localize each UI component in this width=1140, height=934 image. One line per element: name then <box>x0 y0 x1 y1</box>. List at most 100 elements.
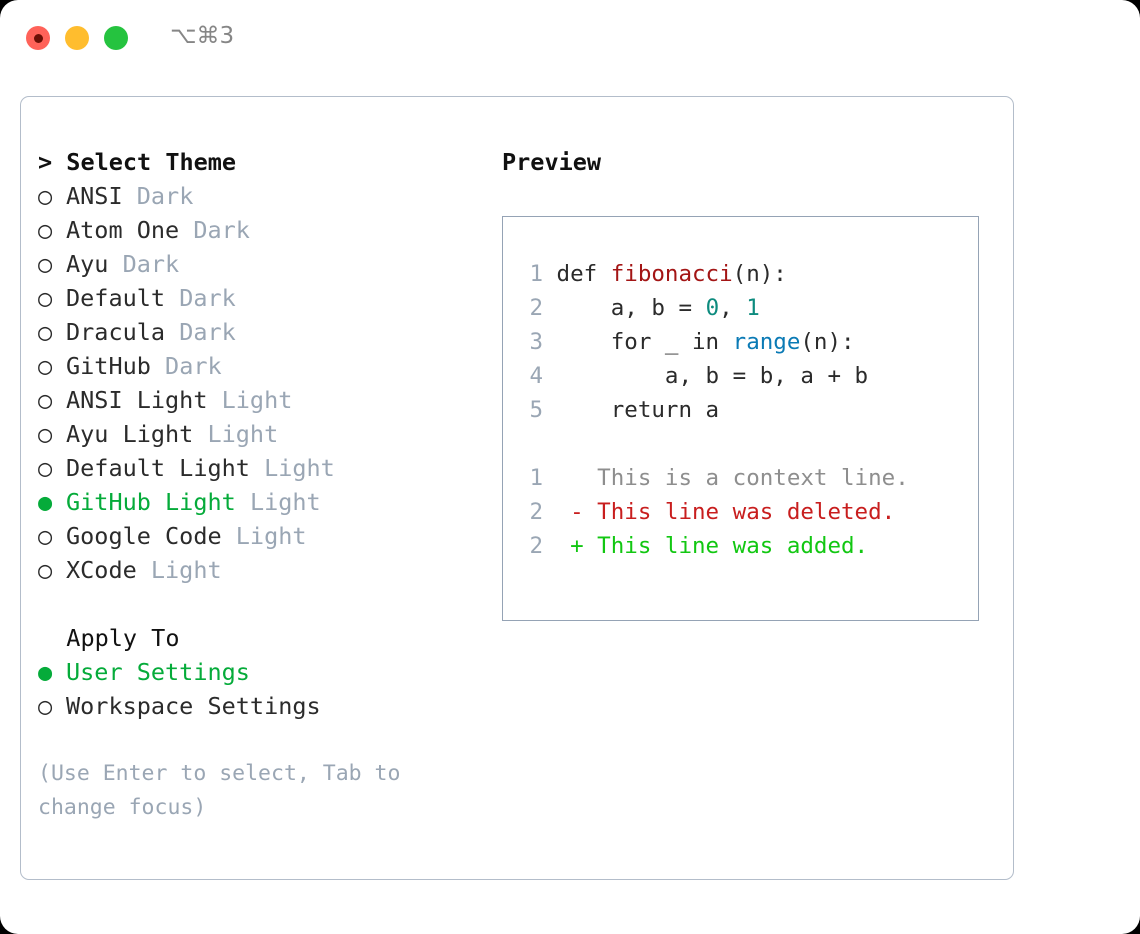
theme-kind: Light <box>249 488 321 516</box>
select-theme-heading: > Select Theme <box>38 145 502 179</box>
theme-option-10[interactable]: ○ Google Code Light <box>38 519 502 553</box>
theme-kind: Dark <box>122 250 180 278</box>
theme-list-column: > Select Theme ○ ANSI Dark○ Atom One Dar… <box>38 145 502 825</box>
apply-to-label: Workspace Settings <box>66 692 321 720</box>
theme-kind: Dark <box>179 318 236 346</box>
apply-to-option-1[interactable]: ○ Workspace Settings <box>38 689 502 723</box>
apply-to-option-0[interactable]: ● User Settings <box>38 655 502 689</box>
theme-kind: Dark <box>136 182 194 210</box>
code-token: (n): <box>800 329 855 355</box>
diff-content: This is a context line. <box>543 465 909 491</box>
code-line-1: 2 a, b = 0, 1 <box>519 291 978 325</box>
theme-option-4[interactable]: ○ Dracula Dark <box>38 315 502 349</box>
theme-name: Ayu <box>66 250 123 278</box>
code-token: a, b = <box>556 295 706 321</box>
theme-kind: Light <box>221 386 293 414</box>
preview-column: Preview 1 def fibonacci(n):2 a, b = 0, 1… <box>502 145 991 621</box>
code-line-0: 1 def fibonacci(n): <box>519 257 978 291</box>
theme-name: GitHub Light <box>66 488 250 516</box>
gutter-gap <box>543 397 557 423</box>
radio-unselected-icon: ○ <box>38 692 67 720</box>
code-line-3: 4 a, b = b, a + b <box>519 359 978 393</box>
radio-unselected-icon: ○ <box>38 454 67 482</box>
theme-option-6[interactable]: ○ ANSI Light Light <box>38 383 502 417</box>
theme-option-3[interactable]: ○ Default Dark <box>38 281 502 315</box>
theme-option-7[interactable]: ○ Ayu Light Light <box>38 417 502 451</box>
gutter-gap <box>543 295 557 321</box>
diff-line-number: 2 <box>529 533 543 559</box>
theme-option-5[interactable]: ○ GitHub Dark <box>38 349 502 383</box>
theme-option-11[interactable]: ○ XCode Light <box>38 553 502 587</box>
theme-name: Default <box>66 284 180 312</box>
gutter-gap <box>543 363 557 389</box>
radio-unselected-icon: ○ <box>38 386 67 414</box>
code-token: 0 <box>705 295 720 321</box>
code-token: fibonacci <box>610 261 733 287</box>
line-number: 1 <box>529 261 543 287</box>
theme-name: ANSI <box>66 182 137 210</box>
gutter-gap <box>543 329 557 355</box>
radio-unselected-icon: ○ <box>38 556 67 584</box>
theme-kind: Dark <box>193 216 250 244</box>
window-controls <box>26 26 128 50</box>
diff-line-2: 2 + This line was added. <box>519 529 978 563</box>
code-line-2: 3 for _ in range(n): <box>519 325 978 359</box>
line-number: 4 <box>529 363 543 389</box>
radio-unselected-icon: ○ <box>38 284 67 312</box>
theme-kind: Light <box>264 454 335 482</box>
code-token: range <box>732 329 801 355</box>
theme-option-8[interactable]: ○ Default Light Light <box>38 451 502 485</box>
code-token: 1 <box>746 295 760 321</box>
close-dot <box>33 33 43 43</box>
dialog-body: > Select Theme ○ ANSI Dark○ Atom One Dar… <box>21 97 1013 879</box>
diff-content: - This line was deleted. <box>543 499 896 525</box>
radio-selected-icon: ● <box>38 488 67 516</box>
radio-selected-icon: ● <box>38 658 67 686</box>
radio-unselected-icon: ○ <box>38 522 67 550</box>
theme-kind: Dark <box>165 352 222 380</box>
theme-name: GitHub <box>66 352 166 380</box>
apply-to-list: ● User Settings○ Workspace Settings <box>38 655 502 723</box>
diff-sample: 1 This is a context line.2 - This line w… <box>519 461 978 563</box>
preview-heading: Preview <box>502 148 602 176</box>
code-token: , <box>719 295 747 321</box>
title-bar: ⌥⌘3 <box>0 0 1140 78</box>
line-number: 3 <box>529 329 543 355</box>
theme-option-0[interactable]: ○ ANSI Dark <box>38 179 502 213</box>
radio-unselected-icon: ○ <box>38 250 67 278</box>
theme-kind: Light <box>150 556 222 584</box>
theme-picker-dialog: > Select Theme ○ ANSI Dark○ Atom One Dar… <box>20 96 1014 880</box>
code-token: return a <box>556 397 720 423</box>
theme-option-2[interactable]: ○ Ayu Dark <box>38 247 502 281</box>
theme-name: Google Code <box>66 522 236 550</box>
select-theme-label: Select Theme <box>66 148 237 176</box>
keyboard-hint: (Use Enter to select, Tab to change focu… <box>38 761 401 820</box>
theme-name: ANSI Light <box>66 386 222 414</box>
theme-kind: Dark <box>179 284 236 312</box>
line-number: 5 <box>529 397 543 423</box>
theme-list: ○ ANSI Dark○ Atom One Dark○ Ayu Dark○ De… <box>38 179 502 587</box>
theme-option-9[interactable]: ● GitHub Light Light <box>38 485 502 519</box>
code-token: for _ in <box>556 329 733 355</box>
code-line-4: 5 return a <box>519 393 978 427</box>
select-theme-prefix: > <box>38 148 67 176</box>
list-spacer <box>38 587 502 621</box>
close-button-icon[interactable] <box>26 26 50 50</box>
apply-to-label: User Settings <box>66 658 250 686</box>
maximize-button-icon[interactable] <box>104 26 128 50</box>
dialog-columns: > Select Theme ○ ANSI Dark○ Atom One Dar… <box>38 145 991 825</box>
radio-unselected-icon: ○ <box>38 420 67 448</box>
theme-option-1[interactable]: ○ Atom One Dark <box>38 213 502 247</box>
code-diff-spacer <box>519 427 978 461</box>
diff-line-number: 2 <box>529 499 543 525</box>
diff-line-0: 1 This is a context line. <box>519 461 978 495</box>
minimize-button-icon[interactable] <box>65 26 89 50</box>
diff-line-1: 2 - This line was deleted. <box>519 495 978 529</box>
theme-kind: Light <box>235 522 307 550</box>
keyboard-shortcut-label: ⌥⌘3 <box>170 23 235 49</box>
diff-line-number: 1 <box>529 465 543 491</box>
gutter-gap <box>543 261 557 287</box>
